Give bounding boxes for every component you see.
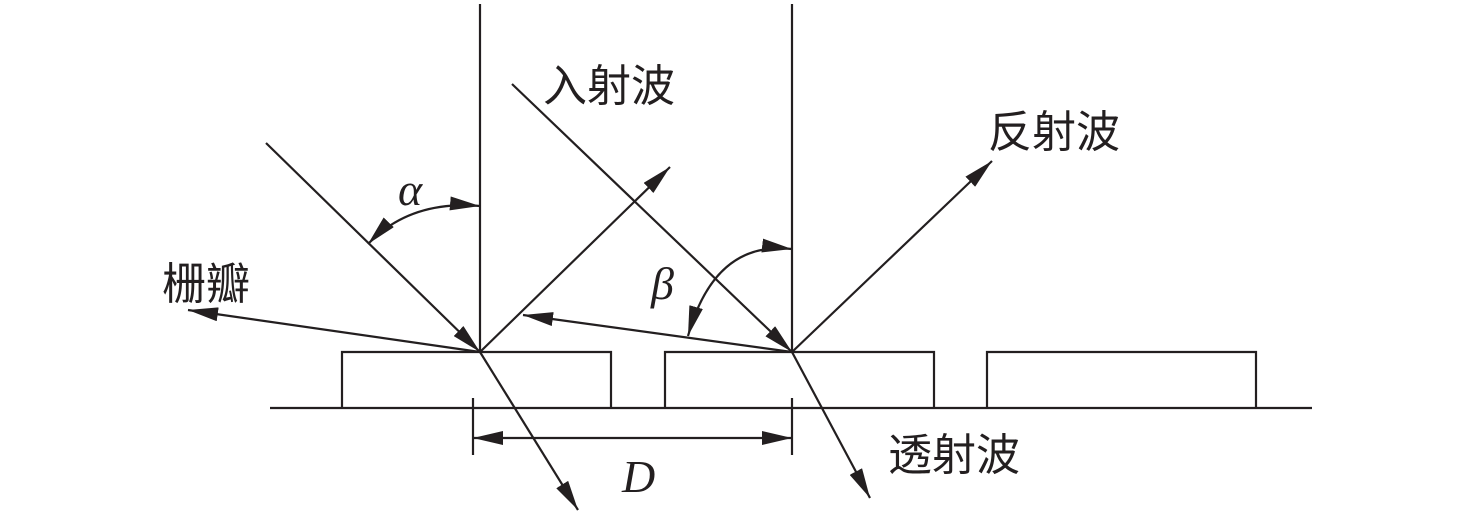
reflected-wave-label: 反射波 bbox=[988, 107, 1120, 158]
grating-lobe-label: 栅瓣 bbox=[162, 259, 250, 310]
incident-ray-right bbox=[511, 83, 793, 353]
beta-angle-arc bbox=[686, 238, 793, 337]
incident-ray-left bbox=[265, 142, 481, 353]
alpha-angle-arc bbox=[367, 196, 481, 245]
transmitted-ray-left bbox=[479, 351, 579, 511]
array-element-2 bbox=[663, 350, 936, 408]
array-element-1 bbox=[340, 350, 613, 408]
spacing-label: D bbox=[621, 451, 655, 502]
reflected-ray-right bbox=[791, 160, 993, 353]
incident-wave-label: 入射波 bbox=[543, 61, 675, 112]
transmitted-wave-label: 透射波 bbox=[888, 430, 1020, 481]
grating-lobe-ray-right bbox=[522, 312, 793, 354]
transmitted-ray-right bbox=[791, 351, 871, 499]
array-element-3 bbox=[985, 350, 1258, 408]
grating-lobe-ray-left bbox=[187, 307, 481, 354]
reflected-ray-left bbox=[479, 166, 671, 353]
beta-symbol: β bbox=[650, 258, 674, 309]
alpha-symbol: α bbox=[398, 164, 423, 215]
